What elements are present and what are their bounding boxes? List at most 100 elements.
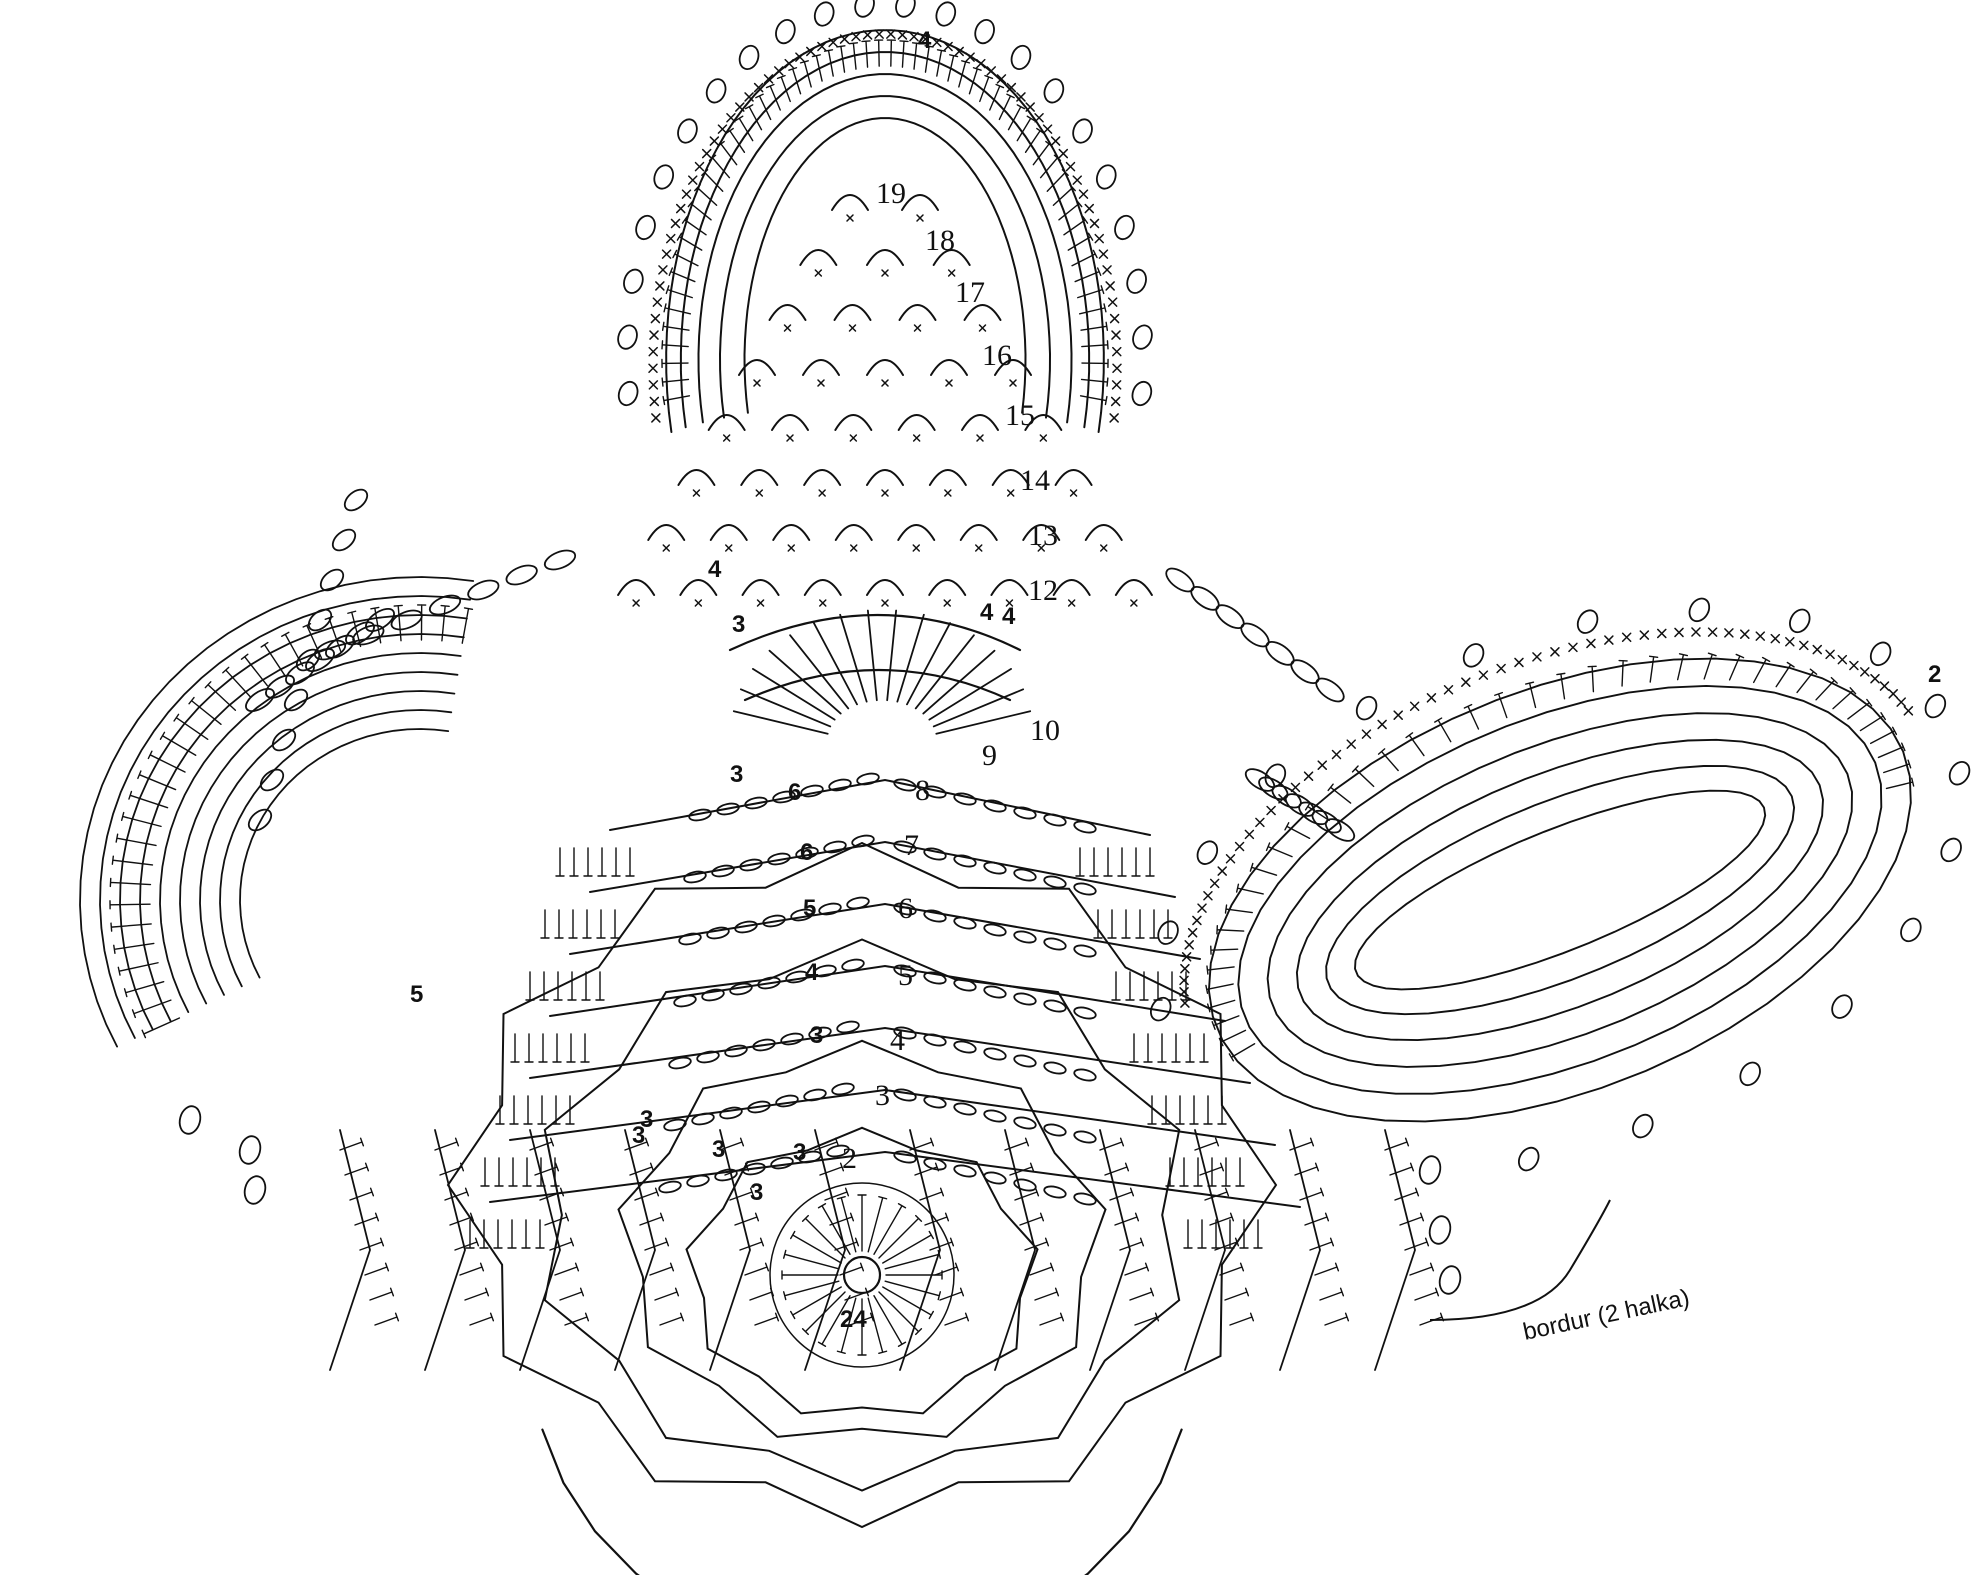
double-crochet-mark: [222, 666, 252, 699]
connecting-chain: [1265, 640, 1295, 666]
single-crochet-mark: [744, 92, 754, 102]
double-crochet-mark: [1149, 909, 1159, 939]
chain-stitch: [283, 688, 309, 712]
double-crochet-mark: [454, 1237, 480, 1251]
chain-stitch: [1043, 1061, 1067, 1075]
center-ring: [842, 1255, 882, 1295]
chain-count-label: 3: [632, 1122, 645, 1149]
single-crochet-mark: [1346, 739, 1356, 749]
spoke-line: [519, 1129, 561, 1371]
double-crochet-mark: [1463, 703, 1480, 730]
double-crochet-mark: [661, 321, 690, 331]
double-crochet-mark: [1109, 1187, 1135, 1201]
picot: [895, 0, 916, 18]
pineapple-arch: [866, 469, 904, 486]
single-crochet-mark: [1604, 635, 1614, 645]
picot: [1428, 1215, 1452, 1245]
chain-stitch: [1043, 875, 1067, 889]
chain-count-label: 3: [750, 1179, 763, 1206]
right-leaf-row: [1354, 789, 1767, 991]
double-crochet-mark: [534, 1162, 560, 1176]
chain-stitch: [923, 971, 947, 985]
single-crochet-mark: [1496, 663, 1506, 674]
double-crochet-mark: [839, 1262, 865, 1276]
single-crochet-mark: [1109, 413, 1119, 423]
double-crochet-mark: [1314, 1262, 1340, 1276]
single-crochet-mark: [1098, 249, 1109, 259]
row-label-19: 19: [876, 177, 906, 210]
double-crochet-mark: [1032, 140, 1053, 166]
connecting-chain: [505, 564, 538, 586]
chain-stitch: [714, 1168, 738, 1182]
left-fan-row: [99, 595, 471, 1039]
single-crochet-mark: [675, 203, 686, 214]
double-crochet-mark: [465, 1219, 475, 1249]
spoke-line: [1089, 1129, 1131, 1371]
single-crochet-mark: [881, 379, 889, 387]
double-crochet-mark: [1847, 698, 1873, 720]
chain-stitch: [923, 1157, 947, 1171]
double-crochet-mark: [1161, 1095, 1171, 1125]
picot: [1632, 1113, 1654, 1139]
double-crochet-mark: [909, 1137, 935, 1151]
double-crochet-mark: [281, 631, 304, 667]
double-crochet-mark: [1249, 862, 1278, 876]
picot: [1940, 837, 1962, 863]
picot: [623, 268, 644, 294]
double-crochet-mark: [344, 1162, 370, 1176]
double-crochet-mark: [781, 1270, 839, 1280]
double-crochet-mark: [1124, 1262, 1150, 1276]
chain-stitch: [983, 799, 1007, 813]
chain-stitch: [739, 858, 763, 872]
pineapple-arch: [834, 524, 873, 541]
single-crochet-mark: [1849, 660, 1859, 671]
chain-stitch: [247, 808, 273, 832]
double-crochet-mark: [434, 1137, 460, 1151]
single-crochet-mark: [1724, 628, 1734, 638]
connecting-chain: [285, 661, 315, 686]
double-crochet-mark: [1206, 999, 1236, 1013]
double-crochet-mark: [1618, 659, 1628, 687]
double-crochet-mark: [1414, 1287, 1440, 1301]
picot: [1831, 994, 1853, 1019]
pineapple-arch: [679, 579, 718, 596]
single-crochet-mark: [725, 544, 733, 552]
single-crochet-mark: [818, 489, 826, 497]
pineapple-outline: [743, 117, 1027, 414]
double-crochet-mark: [886, 39, 897, 67]
double-crochet-mark: [708, 154, 731, 179]
double-crochet-mark: [540, 909, 550, 939]
double-crochet-mark: [369, 1287, 395, 1301]
left-fan-row: [219, 709, 453, 988]
double-crochet-mark: [1211, 1015, 1240, 1030]
chain-stitch: [688, 808, 712, 822]
double-crochet-mark: [553, 971, 563, 1001]
chain-stitch: [953, 978, 977, 992]
double-crochet-mark: [739, 1237, 765, 1251]
single-crochet-mark: [947, 269, 956, 277]
chain-row: [589, 840, 1176, 898]
single-crochet-mark: [756, 599, 765, 607]
double-crochet-mark: [1703, 652, 1717, 680]
double-crochet-mark: [958, 60, 971, 88]
fan-stitch: [932, 688, 1025, 728]
single-crochet-mark: [651, 413, 661, 423]
double-crochet-mark: [521, 1219, 531, 1249]
single-crochet-mark: [978, 324, 987, 332]
double-crochet-mark: [884, 1280, 942, 1301]
chain-stitch: [953, 792, 977, 806]
single-crochet-mark: [1812, 644, 1822, 655]
connecting-chain: [1315, 677, 1345, 703]
chain-count-label: 6: [788, 779, 801, 806]
double-crochet-mark: [509, 1095, 519, 1125]
double-crochet-mark: [873, 39, 884, 67]
double-crochet-mark: [1832, 687, 1857, 710]
single-crochet-mark: [1870, 673, 1880, 684]
chain-stitch: [836, 1020, 860, 1034]
single-crochet-mark: [1514, 657, 1524, 668]
double-crochet-mark: [1147, 1095, 1157, 1125]
single-crochet-mark: [1409, 701, 1420, 712]
chain-stitch: [1043, 1123, 1067, 1137]
single-crochet-mark: [1107, 297, 1118, 307]
left-fan-row: [179, 671, 459, 1005]
